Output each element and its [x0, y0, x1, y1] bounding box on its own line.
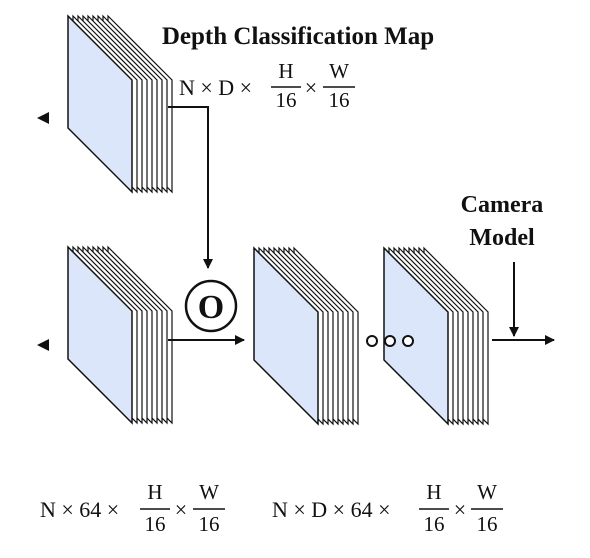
top-dims-frac1-num: H: [278, 59, 293, 83]
bl-dims-frac2-den: 16: [199, 512, 220, 536]
top-dims-frac2-num: W: [329, 59, 349, 83]
outer-product-operator-circle: [184, 279, 238, 333]
bl-dims-times: ×: [175, 497, 187, 522]
context-feature-stack: [67, 245, 173, 425]
bl-dims-frac1-den: 16: [145, 512, 166, 536]
br-dims-prefix: N × D × 64 ×: [272, 497, 391, 522]
frustum-feature-stack-2: [383, 246, 489, 426]
operator-symbol: O: [198, 289, 224, 326]
br-dims-frac1-den: 16: [424, 512, 445, 536]
context-dimension-label: N × 64 × H 16 × W 16: [40, 480, 225, 536]
bl-dims-frac1-num: H: [147, 480, 162, 504]
frustum-feature-stack-1: [253, 246, 359, 426]
bl-dims-prefix: N × 64 ×: [40, 497, 119, 522]
stack-front-sheet: [67, 245, 133, 425]
br-dims-frac2-den: 16: [477, 512, 498, 536]
ellipsis-dot-3: [402, 335, 414, 347]
frustum-dimension-label: N × D × 64 × H 16 × W 16: [272, 480, 503, 536]
stack-front-sheet: [383, 246, 449, 426]
ellipsis-dot-2: [384, 335, 396, 347]
input-arrow-bottom: [37, 339, 49, 351]
br-dims-times: ×: [454, 497, 466, 522]
top-dims-frac1-den: 16: [276, 88, 297, 112]
depth-map-feature-stack: [67, 14, 173, 194]
depth-map-connector-arrow: [168, 106, 213, 269]
camera-label-line-1: Camera: [461, 192, 544, 218]
stack-front-sheet: [253, 246, 319, 426]
top-dims-times: ×: [305, 75, 317, 100]
top-dims-frac2-den: 16: [329, 88, 350, 112]
br-dims-frac2-num: W: [477, 480, 497, 504]
camera-label-line-2: Model: [469, 225, 535, 251]
bl-dims-frac2-num: W: [199, 480, 219, 504]
depth-classification-map-title: Depth Classification Map: [162, 23, 434, 50]
depth-map-dimension-label: N × D × H 16 × W 16: [179, 59, 355, 112]
top-dims-prefix: N × D ×: [179, 75, 252, 100]
br-dims-frac1-num: H: [426, 480, 441, 504]
ellipsis-dot-1: [366, 335, 378, 347]
input-arrow-top: [37, 112, 49, 124]
stack-front-sheet: [67, 14, 133, 194]
